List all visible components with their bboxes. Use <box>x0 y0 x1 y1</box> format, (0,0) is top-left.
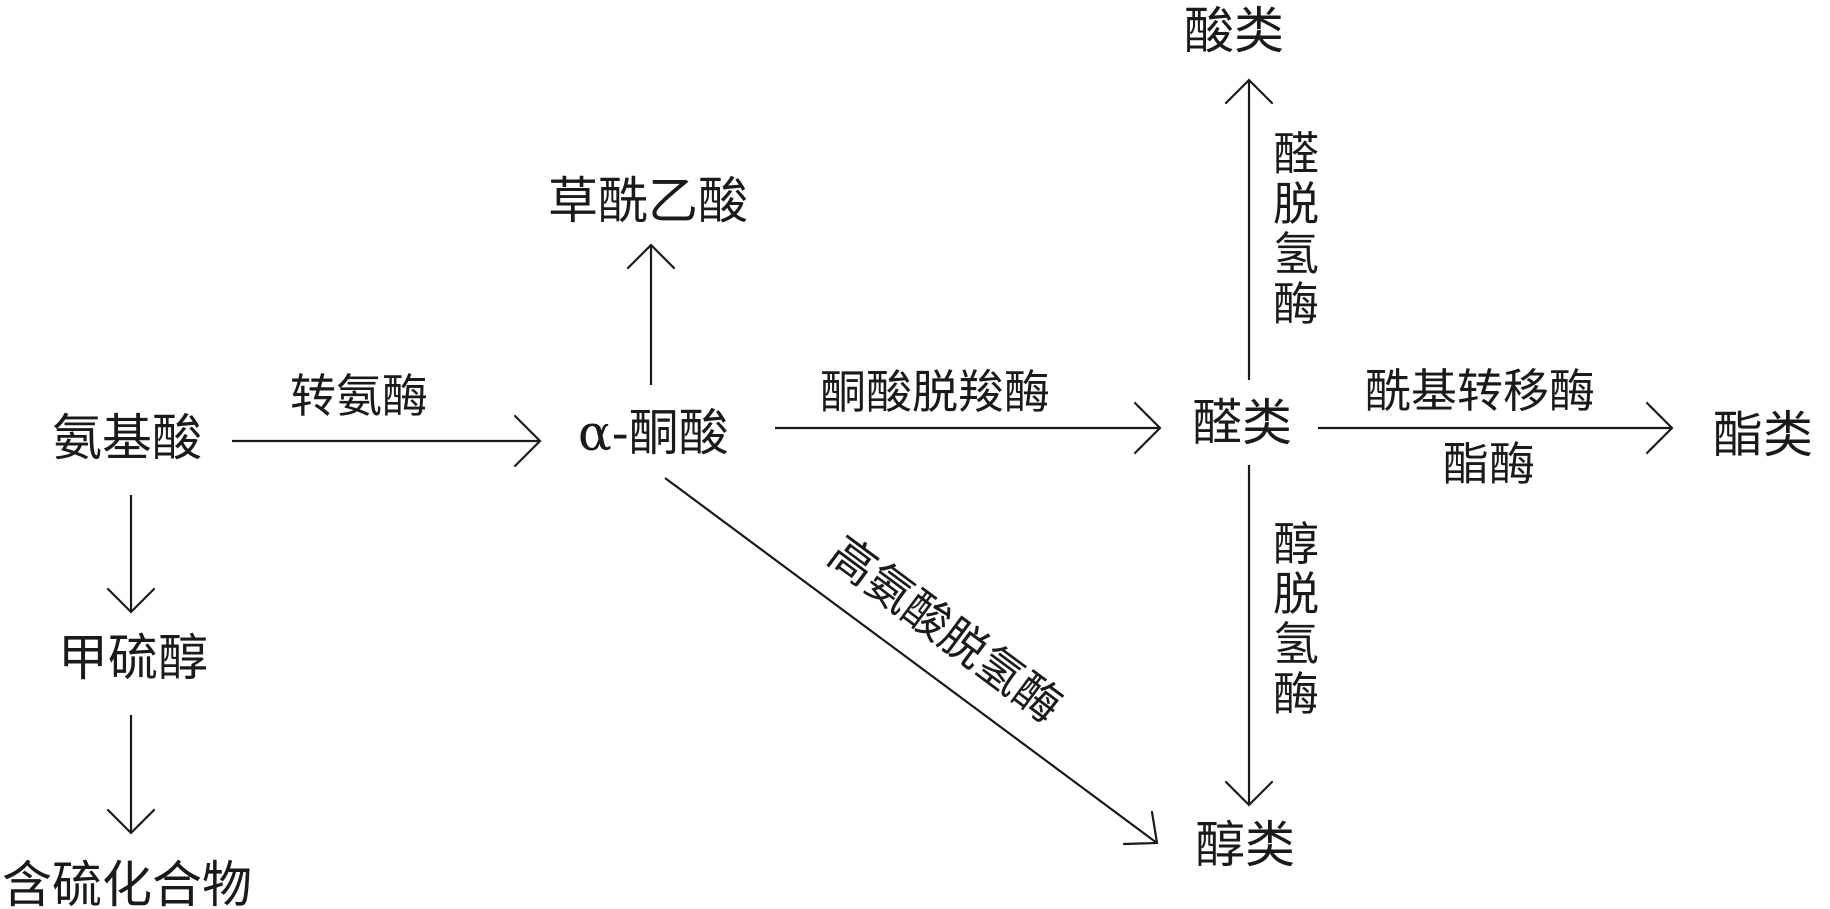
node-acids: 酸类 <box>1184 2 1284 60</box>
node-sulfur-compounds: 含硫化合物 <box>2 856 252 909</box>
node-amino-acid: 氨基酸 <box>52 409 202 467</box>
node-alpha-keto-acid: α-酮酸 <box>578 404 729 462</box>
node-esters: 酯类 <box>1713 406 1813 464</box>
label-keto-acid-decarboxylase: 酮酸脱羧酶 <box>820 365 1050 419</box>
svg-text:脱: 脱 <box>1273 567 1319 621</box>
svg-text:氢: 氢 <box>1273 617 1319 671</box>
svg-text:氢: 氢 <box>1273 227 1319 281</box>
node-methanethiol: 甲硫醇 <box>58 629 208 687</box>
arrow-keto-to-aldehydes <box>775 401 1162 455</box>
label-transaminase: 转氨酶 <box>290 369 428 423</box>
label-alcohol-dehydrogenase: 醇 脱 氢 酶 <box>1273 517 1319 721</box>
node-oxaloacetic-acid: 草酰乙酸 <box>548 172 748 230</box>
arrow-keto-to-alcohols <box>664 477 1159 846</box>
arrow-amino-to-keto <box>232 414 542 468</box>
label-esterase: 酯酶 <box>1443 437 1535 491</box>
arrow-keto-to-oxaloacetic <box>626 243 676 385</box>
svg-text:酶: 酶 <box>1273 667 1319 721</box>
arrow-aldehydes-to-alcohols <box>1224 465 1274 807</box>
svg-text:酶: 酶 <box>1273 277 1319 331</box>
arrow-aldehydes-to-acids <box>1224 78 1274 380</box>
svg-text:醇: 醇 <box>1273 517 1319 571</box>
node-alcohols: 醇类 <box>1195 816 1295 874</box>
arrow-amino-to-methanethiol <box>106 495 156 614</box>
label-aldehyde-dehydrogenase: 醛 脱 氢 酶 <box>1273 127 1319 331</box>
label-diagonal-enzyme: 高氨酸脱氢酶 <box>818 525 1072 733</box>
arrow-methanethiol-to-sulfur <box>106 715 156 835</box>
svg-text:醛: 醛 <box>1273 127 1319 181</box>
label-acyltransferase: 酰基转移酶 <box>1365 364 1595 418</box>
arrow-aldehydes-to-esters <box>1318 401 1674 455</box>
node-aldehydes: 醛类 <box>1192 394 1292 452</box>
svg-text:脱: 脱 <box>1273 177 1319 231</box>
